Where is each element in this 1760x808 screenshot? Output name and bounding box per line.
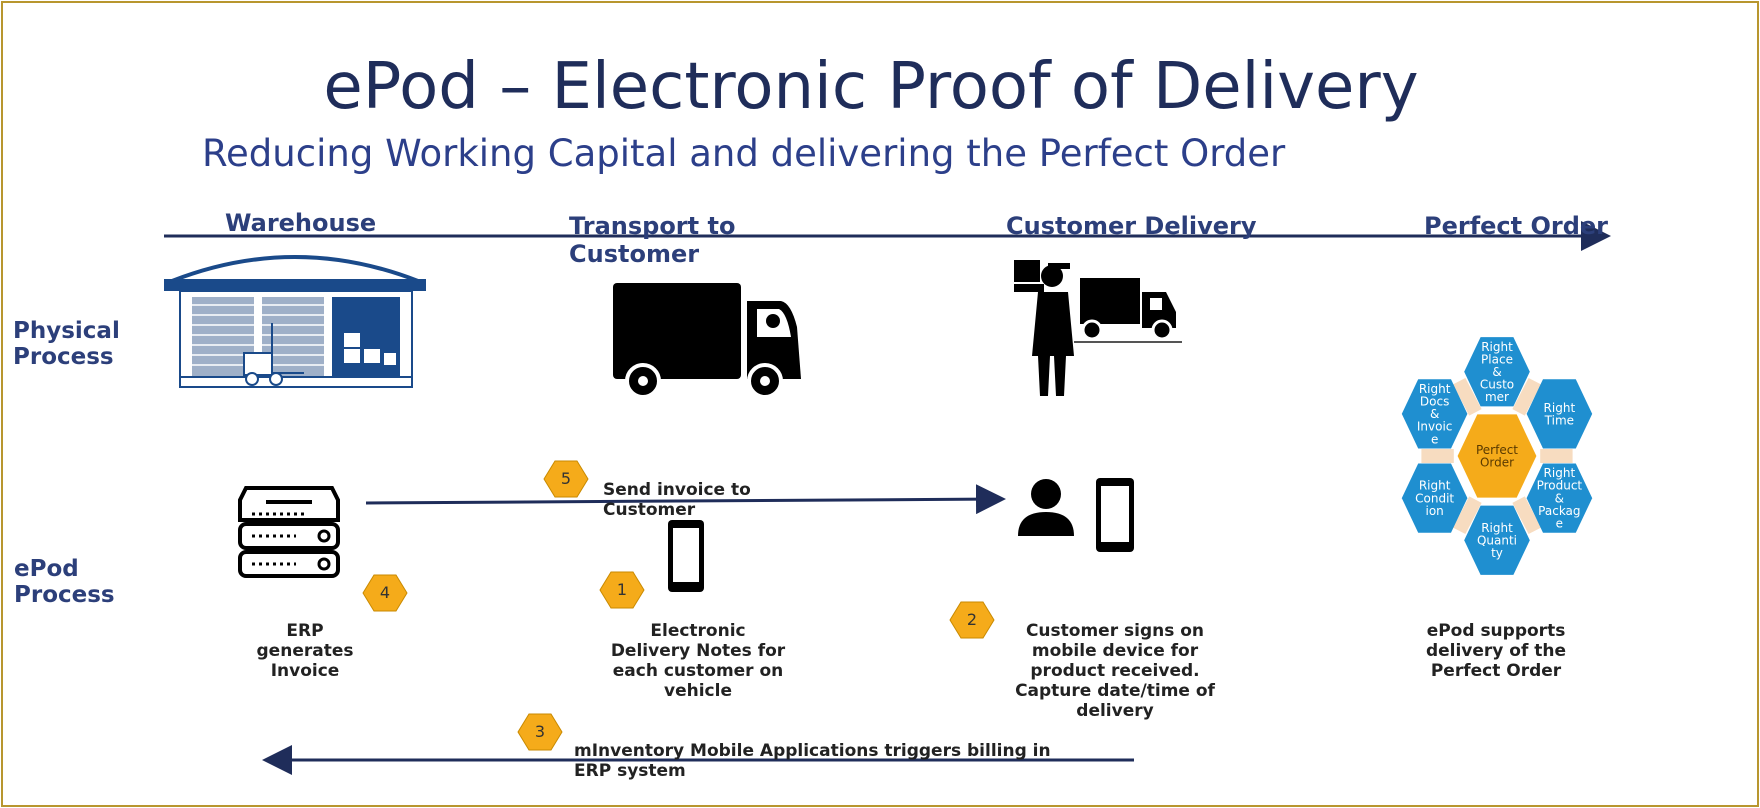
svg-text:ion: ion — [1426, 504, 1444, 518]
svg-text:Custo: Custo — [1480, 378, 1514, 392]
svg-text:Right: Right — [1419, 382, 1451, 396]
truck-icon — [613, 283, 801, 399]
invoice-arrow — [365, 484, 1006, 515]
svg-text:Right: Right — [1481, 521, 1513, 535]
svg-text:&: & — [1492, 365, 1501, 379]
step-3-text: mInventory Mobile Applications triggers … — [574, 741, 1051, 781]
svg-text:Invoic: Invoic — [1417, 420, 1453, 434]
svg-text:Time: Time — [1544, 413, 1574, 427]
stage-customer-delivery: Customer Delivery — [1006, 212, 1257, 240]
erp-server-icon — [238, 486, 340, 578]
svg-text:Perfect: Perfect — [1476, 443, 1518, 457]
mobile-phone-icon — [668, 520, 704, 592]
svg-text:Packag: Packag — [1538, 504, 1580, 518]
stage-perfect-order: Perfect Order — [1424, 212, 1609, 240]
page-subtitle: Reducing Working Capital and delivering … — [202, 132, 1286, 175]
svg-text:mer: mer — [1485, 390, 1509, 404]
svg-text:ty: ty — [1491, 546, 1503, 560]
stage-warehouse: Warehouse — [225, 209, 377, 237]
svg-text:Right: Right — [1544, 466, 1576, 480]
svg-text:&: & — [1430, 407, 1439, 421]
stage-transport: Transport to Customer — [569, 212, 736, 268]
svg-text:Right: Right — [1481, 340, 1513, 354]
svg-text:Docs: Docs — [1420, 394, 1449, 408]
perfect-order-hexagons: PerfectOrderRightPlace&CustomerRightTime… — [1401, 337, 1593, 575]
step-badge-1: 1 — [599, 570, 645, 610]
svg-text:Condit: Condit — [1415, 491, 1454, 505]
customer-with-phone-icon — [1018, 478, 1134, 552]
svg-text:Right: Right — [1544, 401, 1576, 415]
svg-text:Right: Right — [1419, 479, 1451, 493]
svg-text:e: e — [1431, 432, 1438, 446]
svg-text:Product: Product — [1537, 479, 1583, 493]
svg-text:Order: Order — [1480, 456, 1514, 470]
step-badge-4: 4 — [362, 573, 408, 613]
delivery-person-icon — [1014, 260, 1182, 396]
step-badge-2: 2 — [949, 600, 995, 640]
svg-text:&: & — [1555, 491, 1564, 505]
step-badge-5: 5 — [543, 459, 589, 499]
svg-text:e: e — [1556, 517, 1563, 531]
svg-text:Place: Place — [1481, 352, 1513, 366]
step-badge-3: 3 — [517, 712, 563, 752]
warehouse-icon — [164, 255, 426, 388]
page-title: ePod – Electronic Proof of Delivery — [323, 50, 1419, 124]
svg-text:Quanti: Quanti — [1477, 533, 1517, 547]
